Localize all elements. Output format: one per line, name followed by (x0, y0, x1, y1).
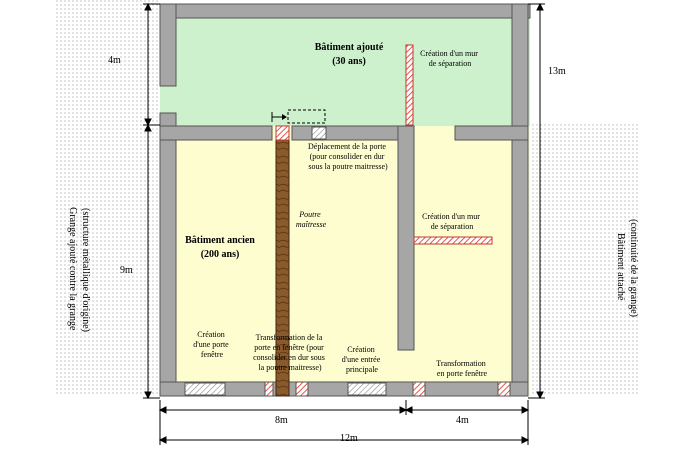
old-building-age: (200 ans) (201, 249, 240, 260)
annotation-wall-top: Création d'un mur de séparation (420, 49, 480, 68)
new-building-name: Bâtiment ajouté (315, 42, 384, 53)
window-main (347, 382, 387, 396)
old-building-area (160, 126, 530, 396)
new-building-area (160, 8, 530, 126)
dim-total-width: 12m (340, 433, 358, 444)
beam-cap (275, 125, 290, 141)
left-side-label: Grange ajouté contre la grange (structur… (67, 207, 91, 333)
dim-total-height: 13m (548, 66, 566, 77)
dim-bottom-height: 9m (120, 265, 133, 276)
annotation-beam: Poutre maîtresse (296, 210, 327, 229)
annotation-wall-right: Création d'un mur de séparation (422, 212, 482, 231)
annotation-main-entrance: Création d'une entrée principale (342, 345, 383, 374)
opening-c (412, 381, 426, 397)
annotation-door-move: Déplacement de la porte (pour consolider… (308, 142, 388, 171)
opening-d (497, 381, 511, 397)
annotation-door-to-window: Transformation de la porte en fenêtre (p… (253, 333, 327, 372)
annotation-porte-fenetre-right: Transformation en porte fenêtre (436, 359, 487, 378)
new-wall-right (413, 236, 493, 245)
opening-b (295, 381, 309, 397)
left-barn-zone (55, 0, 160, 395)
right-attached-zone (530, 123, 640, 395)
window-left (184, 382, 226, 396)
new-wall-top (405, 44, 414, 126)
opening-a (264, 381, 274, 397)
dim-top-height: 4m (108, 55, 121, 66)
old-building-name: Bâtiment ancien (185, 235, 255, 246)
dim-width-left: 8m (275, 415, 288, 426)
annotation-french-window-left: Création d'une porte fenêtre (193, 330, 230, 359)
new-building-age: (30 ans) (332, 56, 366, 67)
dim-width-right: 4m (456, 415, 469, 426)
right-side-label: Bâtiment attaché (continuité de la grang… (615, 219, 639, 317)
window-top-wall (311, 126, 327, 140)
